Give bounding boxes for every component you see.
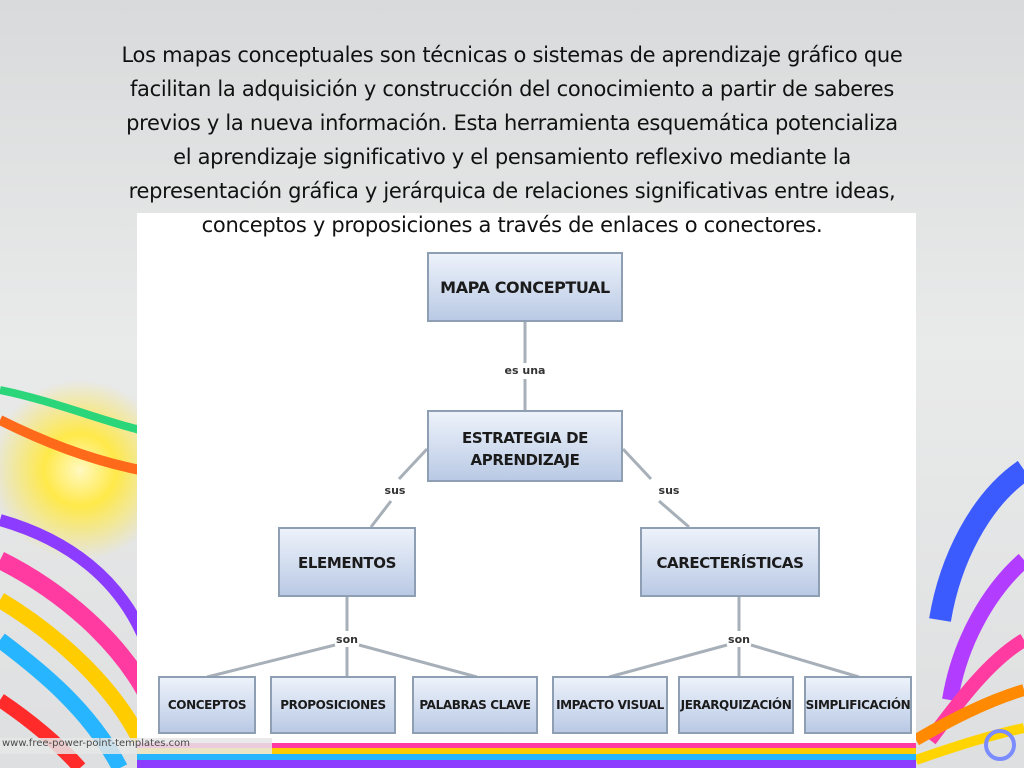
edge-strategy-characteristics <box>621 447 653 481</box>
right-rainbow-swirl <box>912 460 1024 765</box>
edge-son-concepts <box>206 643 336 679</box>
edges <box>206 321 860 679</box>
concept-map-diagram: es una sus sus son son MAPA CONCEPTUAL E… <box>158 252 912 734</box>
node-box <box>427 252 623 322</box>
bottom-rainbow-strip <box>137 742 916 768</box>
node-label: CARECTERÍSTICAS <box>656 553 803 572</box>
intro-line: Los mapas conceptuales son técnicas o si… <box>121 43 903 67</box>
edge-strategy-elements-lower <box>369 500 393 528</box>
node-propositions: PROPOSICIONES <box>270 676 396 734</box>
node-label: APRENDIZAJE <box>471 451 580 469</box>
node-root: MAPA CONCEPTUAL <box>427 252 623 322</box>
node-strategy: ESTRATEGIA DE APRENDIZAJE <box>427 410 623 482</box>
node-visual-impact: IMPACTO VISUAL <box>552 676 668 734</box>
node-box <box>640 527 820 597</box>
intro-line: facilitan la adquisición y construcción … <box>129 77 895 101</box>
link-label-its-left: sus <box>385 484 406 497</box>
edge-strategy-elements <box>397 447 429 481</box>
node-label: SIMPLIFICACIÓN <box>806 697 911 712</box>
node-box <box>427 410 623 482</box>
edge-son-visual-impact <box>608 643 728 679</box>
node-box <box>678 676 794 734</box>
link-label-are-right: son <box>728 633 750 646</box>
node-box <box>270 676 396 734</box>
node-box <box>412 676 538 734</box>
node-keywords: PALABRAS CLAVE <box>412 676 538 734</box>
node-label: PALABRAS CLAVE <box>419 698 530 712</box>
node-hierarchy: JERARQUIZACIÓN <box>678 676 794 734</box>
node-label: IMPACTO VISUAL <box>556 698 665 712</box>
node-box <box>158 676 256 734</box>
footer-url: www.free-power-point-templates.com <box>0 738 272 754</box>
node-simplification: SIMPLIFICACIÓN <box>804 676 912 734</box>
intro-line: el aprendizaje significativo y el pensam… <box>173 145 851 169</box>
intro-line: previos y la nueva información. Esta her… <box>126 111 898 135</box>
edge-son-keywords <box>358 643 478 679</box>
node-label: ELEMENTOS <box>298 554 396 572</box>
node-label: CONCEPTOS <box>168 698 246 712</box>
link-label-is-a: es una <box>505 364 546 377</box>
intro-line: representación gráfica y jerárquica de r… <box>128 179 896 203</box>
link-label-are-left: son <box>336 633 358 646</box>
node-box <box>804 676 912 734</box>
node-label: JERARQUIZACIÓN <box>680 697 792 712</box>
node-box <box>552 676 668 734</box>
intro-paragraph: Los mapas conceptuales son técnicas o si… <box>60 38 964 242</box>
link-label-its-right: sus <box>659 484 680 497</box>
node-label: PROPOSICIONES <box>280 698 386 712</box>
node-label: ESTRATEGIA DE <box>462 429 588 447</box>
edge-son-simplification <box>750 643 860 679</box>
node-elements: ELEMENTOS <box>278 527 416 597</box>
node-box <box>278 527 416 597</box>
node-label: MAPA CONCEPTUAL <box>440 278 610 297</box>
edge-strategy-characteristics-lower <box>658 499 690 529</box>
node-concepts: CONCEPTOS <box>158 676 256 734</box>
intro-line: conceptos y proposiciones a través de en… <box>201 213 823 237</box>
node-characteristics: CARECTERÍSTICAS <box>640 527 820 597</box>
